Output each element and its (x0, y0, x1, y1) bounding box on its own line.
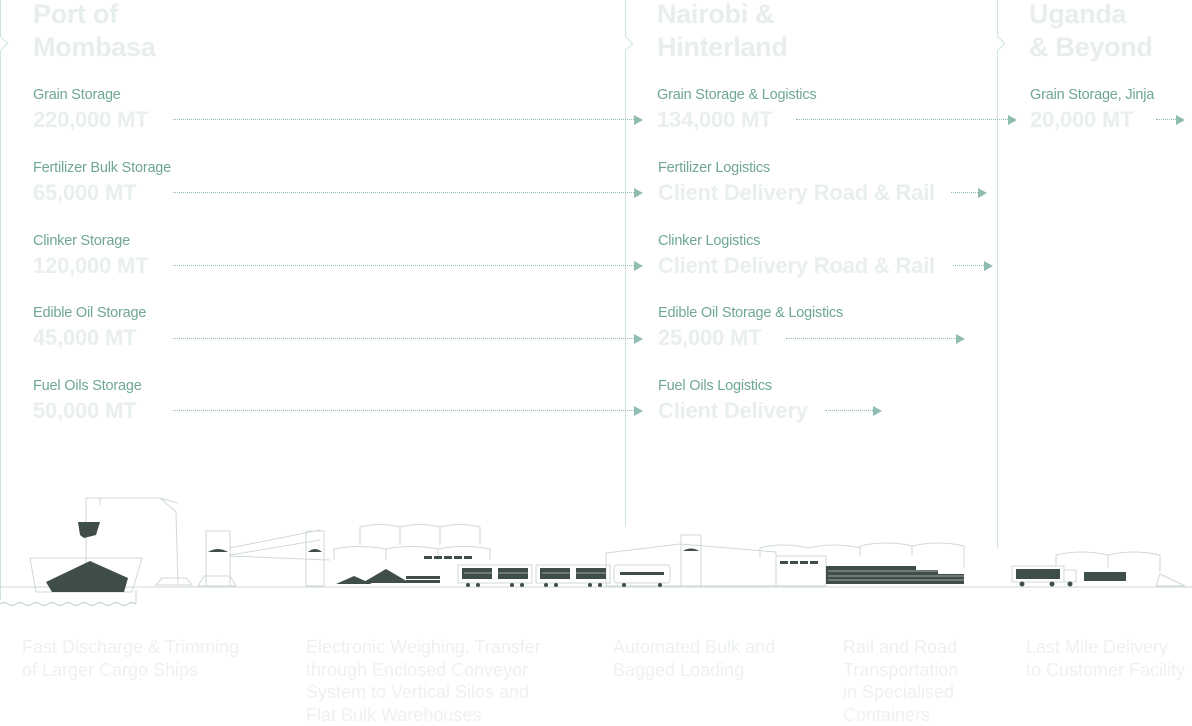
nairobi-item-value: 134,000 MT (657, 107, 773, 132)
uganda-divider (997, 0, 998, 548)
nairobi-item-label: Fertilizer Logistics (658, 160, 771, 176)
mombasa-item-value: 50,000 MT (33, 398, 137, 423)
nairobi-item-value: Client Delivery (658, 398, 808, 423)
mombasa-item-label: Clinker Storage (33, 233, 130, 249)
flow-arrow (173, 187, 643, 198)
nairobi-item-label: Grain Storage & Logistics (657, 87, 817, 103)
region-title-nairobi: Nairobi &Hinterland (657, 0, 788, 62)
nairobi-item-value: Client Delivery Road & Rail (658, 253, 936, 278)
nairobi-item-label: Clinker Logistics (658, 233, 761, 249)
mombasa-divider (0, 0, 1, 600)
flow-arrow (1156, 114, 1185, 125)
flow-arrow (786, 333, 965, 344)
region-title-uganda: Uganda& Beyond (1029, 0, 1153, 62)
chevron-right-icon (989, 35, 1006, 52)
mombasa-item-value: 45,000 MT (33, 325, 137, 350)
uganda-item-value: 20,000 MT (1030, 107, 1134, 132)
mombasa-item-label: Edible Oil Storage (33, 305, 147, 321)
flow-arrow (173, 333, 643, 344)
logistics-illustration (0, 497, 1192, 606)
flow-arrow (951, 187, 987, 198)
mombasa-item-value: 65,000 MT (33, 180, 137, 205)
flow-arrow (796, 114, 1017, 125)
flow-arrow (173, 114, 643, 125)
flow-arrow (173, 405, 643, 416)
nairobi-item-label: Fuel Oils Logistics (658, 378, 772, 394)
uganda-item-label: Grain Storage, Jinja (1030, 87, 1155, 103)
mombasa-item-label: Grain Storage (33, 87, 121, 103)
mombasa-item-value: 220,000 MT (33, 107, 149, 132)
nairobi-item-label: Edible Oil Storage & Logistics (658, 305, 844, 321)
mombasa-item-value: 120,000 MT (33, 253, 149, 278)
mombasa-item-label: Fertilizer Bulk Storage (33, 160, 172, 176)
nairobi-divider (625, 0, 626, 527)
chevron-right-icon (0, 35, 9, 52)
chevron-right-icon (617, 35, 634, 52)
flow-arrow (173, 260, 643, 271)
nairobi-item-value: Client Delivery Road & Rail (658, 180, 936, 205)
nairobi-item-value: 25,000 MT (658, 325, 762, 350)
mombasa-item-label: Fuel Oils Storage (33, 378, 142, 394)
flow-arrow (825, 405, 882, 416)
flow-arrow (953, 260, 993, 271)
